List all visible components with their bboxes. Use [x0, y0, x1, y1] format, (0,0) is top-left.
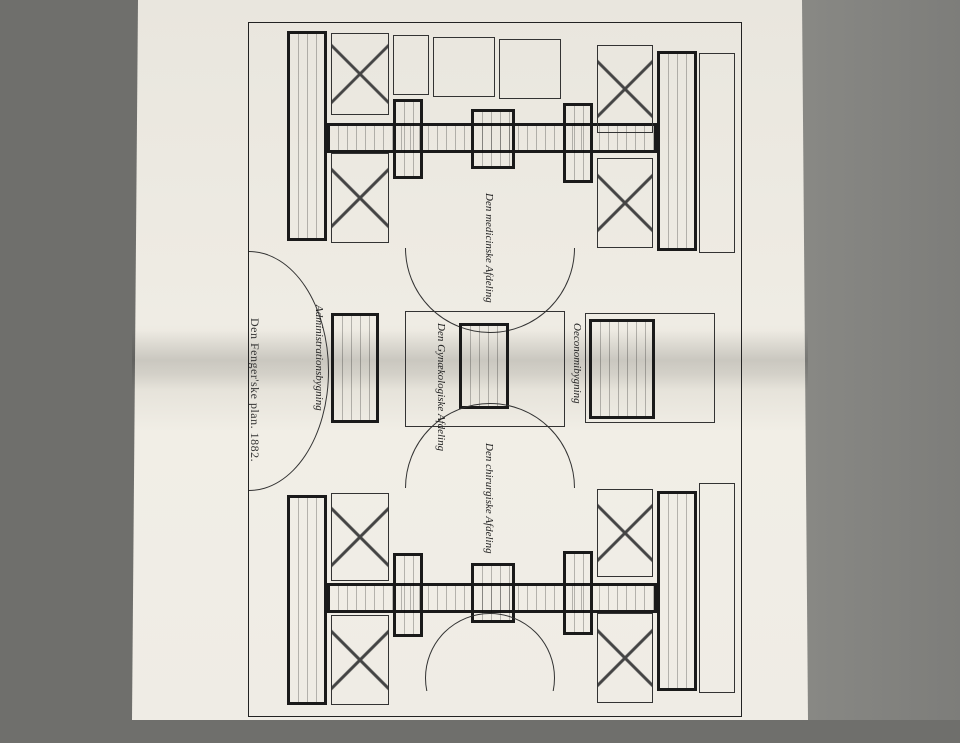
yard: [433, 37, 495, 97]
garden-cross: [331, 33, 389, 115]
yard: [699, 53, 735, 253]
garden-cross: [597, 158, 653, 248]
label-medical-department: Den medicinske Afdeling: [483, 193, 495, 303]
label-administration: Administrationsbygning: [313, 305, 325, 411]
garden-cross: [331, 615, 389, 705]
background-surface: [780, 0, 960, 720]
yard: [499, 39, 561, 99]
garden-cross: [331, 493, 389, 581]
medical-wing-left-block: [287, 31, 327, 241]
book-gutter-shadow: [132, 330, 808, 390]
yard: [699, 483, 735, 693]
yard: [393, 35, 429, 95]
garden-cross: [597, 613, 653, 703]
surgical-lower-garden: [425, 613, 555, 691]
garden-cross: [597, 489, 653, 577]
surgical-pavilion-b: [563, 551, 593, 635]
yard: [585, 313, 715, 423]
obstetric-building: [459, 323, 509, 409]
garden-cross: [331, 153, 389, 243]
medical-wing-right-block: [657, 51, 697, 251]
surgical-wing-right-block: [657, 491, 697, 691]
surgical-wing-left-block: [287, 495, 327, 705]
site-plan: Den medicinske Afdeling Administrationsb…: [248, 22, 742, 717]
surgical-corridor: [327, 583, 657, 613]
administration-building: [331, 313, 379, 423]
garden-cross: [597, 45, 653, 133]
label-kitchen-building: Oeconomibygning: [571, 323, 583, 404]
label-obstetric-department: Den Gynækologiske Afdeling: [435, 323, 447, 452]
medical-pavilion-a: [393, 99, 423, 179]
medical-center-block: [471, 109, 515, 169]
kitchen-building: [589, 319, 655, 419]
medical-pavilion-b: [563, 103, 593, 183]
surgical-pavilion-a: [393, 553, 423, 637]
label-surgical-department: Den chirurgiske Afdeling: [483, 443, 495, 554]
